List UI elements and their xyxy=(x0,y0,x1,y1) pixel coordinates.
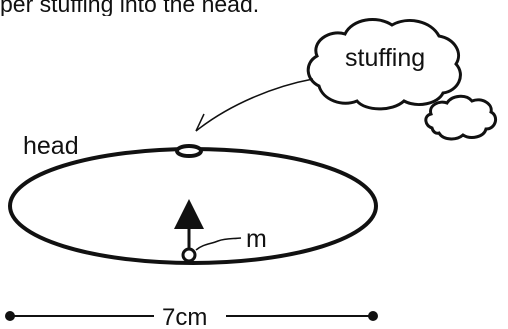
small-cloud xyxy=(424,94,498,141)
marker-label: m xyxy=(246,225,267,253)
instruction-caption: per stuffing into the head. xyxy=(0,0,260,16)
stuffing-direction-line xyxy=(195,78,314,132)
head-label: head xyxy=(23,132,79,160)
stuffing-label: stuffing xyxy=(345,44,425,72)
marker-leader-line xyxy=(195,237,242,251)
width-endpoint-right xyxy=(368,311,378,321)
stuffing-cloud xyxy=(306,18,462,111)
stuffing-direction-tip xyxy=(195,113,205,132)
head-outline xyxy=(8,147,378,265)
width-label: 7cm xyxy=(162,304,207,329)
width-endpoint-left xyxy=(5,311,15,321)
head-opening xyxy=(175,144,203,158)
marker-circle xyxy=(181,247,197,263)
